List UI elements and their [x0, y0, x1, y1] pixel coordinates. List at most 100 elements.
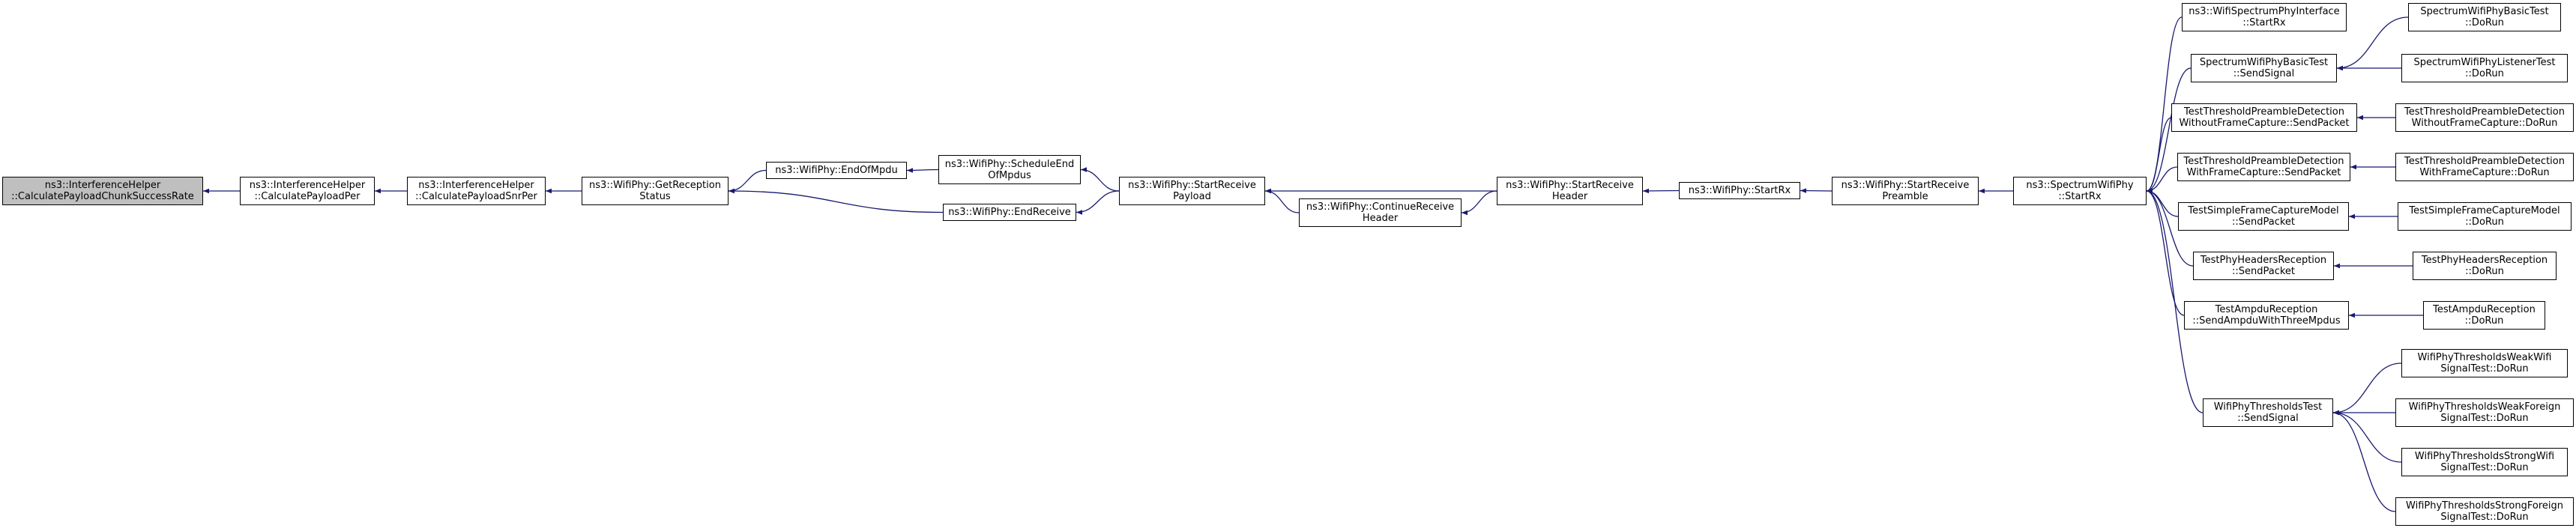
- node-basic-send-signal[interactable]: SpectrumWifiPhyBasicTest::SendSignal: [2191, 54, 2337, 82]
- node-end-receive[interactable]: ns3::WifiPhy::EndReceive: [943, 204, 1076, 221]
- edge-strong-foreign-run-to-thresholds-send: [2332, 410, 2396, 512]
- node-label-line: ns3::InterferenceHelper: [418, 180, 534, 191]
- edge-start-receive-preamble-to-start-rx: [1800, 188, 1833, 193]
- node-label-line: ::SendPacket: [2231, 216, 2296, 228]
- node-label-line: WithoutFrameCapture::SendPacket: [2179, 118, 2350, 129]
- edge-strong-wifi-run-to-thresholds-send: [2332, 410, 2402, 463]
- node-basic-do-run[interactable]: SpectrumWifiPhyBasicTest::DoRun: [2408, 3, 2561, 31]
- node-label-line: SignalTest::DoRun: [2440, 363, 2529, 374]
- edge-basic-send-signal-to-spectrum-start-rx: [2146, 67, 2192, 194]
- edge-end-of-mpdu-to-get-reception-status: [728, 169, 767, 194]
- node-calc-snr-per[interactable]: ns3::InterferenceHelper::CalculatePayloa…: [407, 177, 546, 205]
- node-spectrum-start-rx[interactable]: ns3::SpectrumWifiPhy::StartRx: [2013, 177, 2147, 205]
- edge-start-receive-payload-to-end-receive: [1076, 190, 1120, 215]
- node-label-line: ::DoRun: [2465, 266, 2504, 277]
- node-label-line: ns3::WifiPhy::StartReceive: [1128, 180, 1256, 191]
- edge-tpd-without-send-to-spectrum-start-rx: [2146, 117, 2172, 194]
- node-label-line: TestAmpduReception: [2433, 304, 2536, 315]
- node-label-line: SpectrumWifiPhyBasicTest: [2199, 57, 2329, 68]
- node-label-line: SpectrumWifiPhyBasicTest: [2420, 6, 2549, 17]
- node-listener-do-run[interactable]: SpectrumWifiPhyListenerTest::DoRun: [2401, 54, 2568, 82]
- node-label-line: SignalTest::DoRun: [2440, 413, 2529, 424]
- node-sfc-run[interactable]: TestSimpleFrameCaptureModel::DoRun: [2398, 202, 2572, 231]
- node-label-line: ::SendSignal: [2233, 68, 2295, 79]
- edge-basic-do-run-to-basic-send-signal: [2336, 16, 2409, 71]
- edge-start-rx-to-start-receive-header: [1642, 188, 1680, 194]
- node-label-line: Payload: [1173, 191, 1211, 202]
- node-thresholds-send[interactable]: WifiPhyThresholdsTest::SendSignal: [2203, 398, 2333, 427]
- node-label-line: Header: [1362, 213, 1399, 224]
- node-label-line: WifiPhyThresholdsWeakWifi: [2417, 352, 2552, 363]
- node-label-line: ns3::SpectrumWifiPhy: [2026, 180, 2134, 191]
- node-label-line: ::CalculatePayloadPer: [254, 191, 361, 202]
- node-label-line: TestThresholdPreambleDetection: [2404, 156, 2565, 167]
- node-label-line: WithFrameCapture::DoRun: [2419, 167, 2550, 178]
- node-label-line: TestPhyHeadersReception: [2200, 255, 2327, 266]
- node-label-line: Preamble: [1882, 191, 1928, 202]
- node-label-line: TestPhyHeadersReception: [2421, 255, 2548, 266]
- node-label-line: ns3::WifiSpectrumPhyInterface: [2189, 6, 2340, 17]
- node-label-line: TestSimpleFrameCaptureModel: [2409, 205, 2560, 216]
- edge-weak-wifi-run-to-thresholds-send: [2332, 362, 2402, 416]
- node-start-rx[interactable]: ns3::WifiPhy::StartRx: [1679, 182, 1800, 199]
- node-label-line: ns3::WifiPhy::StartReceive: [1841, 180, 1970, 191]
- node-label-line: WifiPhyThresholdsWeakForeign: [2408, 401, 2561, 413]
- node-label-line: SignalTest::DoRun: [2440, 462, 2529, 473]
- node-label-line: ::DoRun: [2465, 17, 2504, 28]
- node-iface-start-rx[interactable]: ns3::WifiSpectrumPhyInterface::StartRx: [2182, 3, 2347, 31]
- node-label-line: ns3::WifiPhy::ScheduleEnd: [944, 158, 1075, 170]
- node-label-line: TestAmpduReception: [2215, 304, 2318, 315]
- node-sfc-send[interactable]: TestSimpleFrameCaptureModel::SendPacket: [2178, 202, 2349, 231]
- node-calc-per[interactable]: ns3::InterferenceHelper::CalculatePayloa…: [240, 177, 375, 205]
- node-label-line: WifiPhyThresholdsStrongForeign: [2406, 500, 2563, 512]
- node-label-line: ::StartRx: [2242, 17, 2286, 28]
- edge-schedule-end-of-mpdus-to-end-of-mpdu: [906, 168, 939, 173]
- node-label-line: WifiPhyThresholdsStrongWifi: [2414, 451, 2555, 462]
- node-label-line: ::CalculatePayloadChunkSuccessRate: [11, 191, 194, 202]
- node-label-line: ::StartRx: [2058, 191, 2102, 202]
- node-label-line: ::SendPacket: [2231, 266, 2296, 277]
- node-label-line: ns3::WifiPhy::ContinueReceive: [1306, 201, 1455, 213]
- node-label-line: ns3::WifiPhy::StartReceive: [1506, 180, 1634, 191]
- node-label-line: ns3::WifiPhy::EndReceive: [948, 207, 1071, 218]
- node-end-of-mpdu[interactable]: ns3::WifiPhy::EndOfMpdu: [766, 162, 907, 179]
- node-label-line: TestThresholdPreambleDetection: [2184, 106, 2344, 118]
- node-label-line: Status: [639, 191, 671, 202]
- node-label-line: Header: [1551, 191, 1588, 202]
- node-label-line: TestSimpleFrameCaptureModel: [2188, 205, 2339, 216]
- node-label-line: OfMpdus: [988, 169, 1031, 181]
- node-phy-headers-send[interactable]: TestPhyHeadersReception::SendPacket: [2193, 252, 2334, 280]
- node-label-line: ::DoRun: [2465, 216, 2504, 228]
- node-phy-headers-run[interactable]: TestPhyHeadersReception::DoRun: [2413, 252, 2557, 280]
- node-label-line: ::SendSignal: [2237, 413, 2299, 424]
- node-label-line: ns3::WifiPhy::EndOfMpdu: [775, 165, 898, 176]
- edge-start-receive-header-to-continue-receive-header: [1461, 190, 1497, 216]
- node-label-line: WithoutFrameCapture::DoRun: [2411, 118, 2558, 129]
- node-ampdu-send[interactable]: TestAmpduReception::SendAmpduWithThreeMp…: [2184, 301, 2349, 330]
- node-label-line: ::DoRun: [2465, 68, 2504, 79]
- edge-continue-receive-header-to-start-receive-payload: [1264, 188, 1300, 213]
- edge-start-receive-payload-to-schedule-end-of-mpdus: [1080, 167, 1120, 192]
- node-label-line: SpectrumWifiPhyListenerTest: [2413, 57, 2556, 68]
- node-ampdu-run[interactable]: TestAmpduReception::DoRun: [2423, 301, 2545, 330]
- node-label-line: ns3::WifiPhy::StartRx: [1688, 185, 1791, 196]
- node-label-line: WifiPhyThresholdsTest: [2213, 401, 2323, 413]
- edge-phy-headers-send-to-spectrum-start-rx: [2146, 188, 2194, 267]
- node-label-line: ns3::InterferenceHelper: [249, 180, 366, 191]
